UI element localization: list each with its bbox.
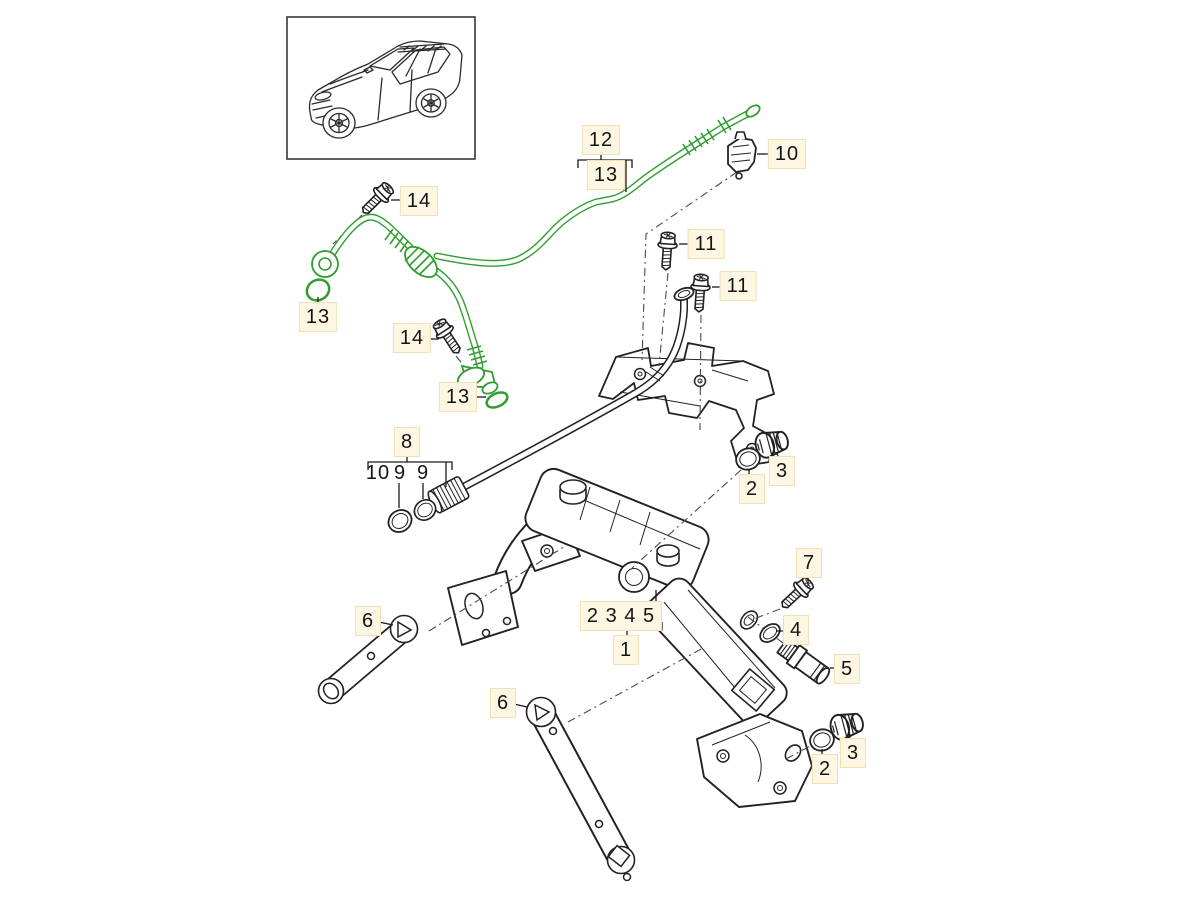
part-callout-4[interactable]: 4: [782, 615, 810, 645]
part-callout-3-lower[interactable]: 3: [839, 738, 867, 768]
suv-line-art-icon: [308, 40, 463, 139]
part-callout-9-a[interactable]: 9: [393, 462, 407, 484]
part-callout-14-upper[interactable]: 14: [399, 186, 439, 216]
part-callout-9-b[interactable]: 9: [416, 462, 430, 484]
part-callout-12[interactable]: 12: [581, 125, 621, 155]
part-callout-13-left[interactable]: 13: [298, 302, 338, 332]
support-strap-6-left: [317, 614, 419, 705]
o-ring-13-left: [305, 278, 331, 302]
bolt-11-upper: [655, 230, 679, 272]
water-manifold-casting-1: [447, 467, 813, 808]
part-callout-11-upper[interactable]: 11: [687, 229, 725, 259]
pipe-8-ribbed-end: [427, 476, 470, 514]
bolt-14-lower: [429, 315, 468, 359]
part-callout-11-lower[interactable]: 11: [719, 271, 757, 301]
bolt-7: [775, 573, 818, 615]
o-ring-13-mid: [485, 391, 509, 409]
part-callout-10-clip[interactable]: 10: [767, 139, 807, 169]
part-callout-2-upper[interactable]: 2: [738, 474, 766, 504]
part-callout-6-left[interactable]: 6: [354, 606, 382, 636]
part-callout-10-group[interactable]: 10: [365, 462, 391, 484]
vehicle-thumbnail: [286, 16, 476, 160]
part-callout-13-top[interactable]: 13: [586, 160, 626, 190]
seal-ring-4: [759, 623, 781, 643]
vent-pipe-assembly-12-13: [305, 104, 761, 409]
support-strap-6-center: [525, 696, 636, 882]
part-callout-7[interactable]: 7: [795, 548, 823, 578]
part-callout-5[interactable]: 5: [833, 654, 861, 684]
part-callout-8[interactable]: 8: [393, 427, 421, 457]
retaining-clip-10: [727, 131, 757, 180]
part-callout-13-mid[interactable]: 13: [438, 382, 478, 412]
part-callout-3-upper[interactable]: 3: [768, 456, 796, 486]
pipe-eyelet: [311, 250, 339, 278]
o-ring-9-left: [383, 504, 417, 538]
part-callout-2-lower[interactable]: 2: [811, 754, 839, 784]
part-callout-6-center[interactable]: 6: [489, 688, 517, 718]
part-callout-2345[interactable]: 2 3 4 5: [579, 601, 663, 631]
part-callout-1[interactable]: 1: [612, 635, 640, 665]
water-pipe-8: [427, 286, 695, 514]
part-callout-14-lower[interactable]: 14: [392, 323, 432, 353]
bolt-14-upper: [355, 178, 398, 221]
